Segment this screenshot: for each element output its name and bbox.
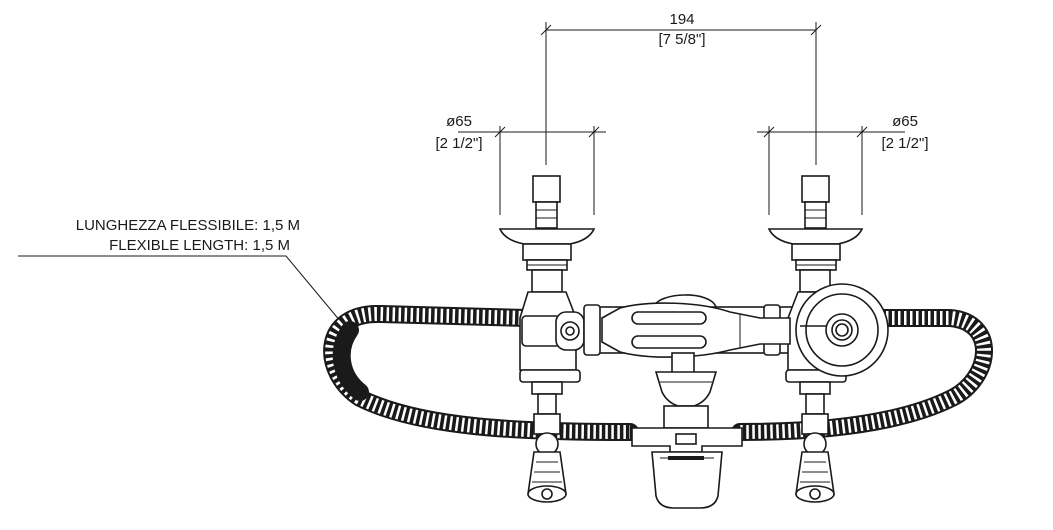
width-mm-label: 194	[669, 11, 694, 28]
dimension-width: 194 [7 5/8"]	[540, 11, 822, 165]
right-inlet	[767, 175, 864, 293]
center-spout	[631, 352, 743, 509]
left-diameter-mm-label: ø65	[446, 113, 472, 130]
right-diameter-mm-label: ø65	[892, 113, 918, 130]
dimension-right-diameter: ø65 [2 1/2"]	[757, 113, 929, 215]
hand-shower	[601, 283, 889, 377]
hose-length-italian-label: LUNGHEZZA FLESSIBILE: 1,5 M	[76, 217, 300, 234]
right-valve	[795, 381, 835, 503]
hose-length-note: LUNGHEZZA FLESSIBILE: 1,5 M FLEXIBLE LEN…	[18, 217, 350, 333]
hose-length-english-label: FLEXIBLE LENGTH: 1,5 M	[109, 237, 290, 254]
dimension-left-diameter: ø65 [2 1/2"]	[435, 113, 606, 215]
left-inlet	[498, 175, 596, 293]
left-diameter-inch-label: [2 1/2"]	[435, 135, 482, 152]
right-diameter-inch-label: [2 1/2"]	[881, 135, 928, 152]
left-valve	[527, 381, 567, 503]
width-inch-label: [7 5/8"]	[658, 31, 705, 48]
